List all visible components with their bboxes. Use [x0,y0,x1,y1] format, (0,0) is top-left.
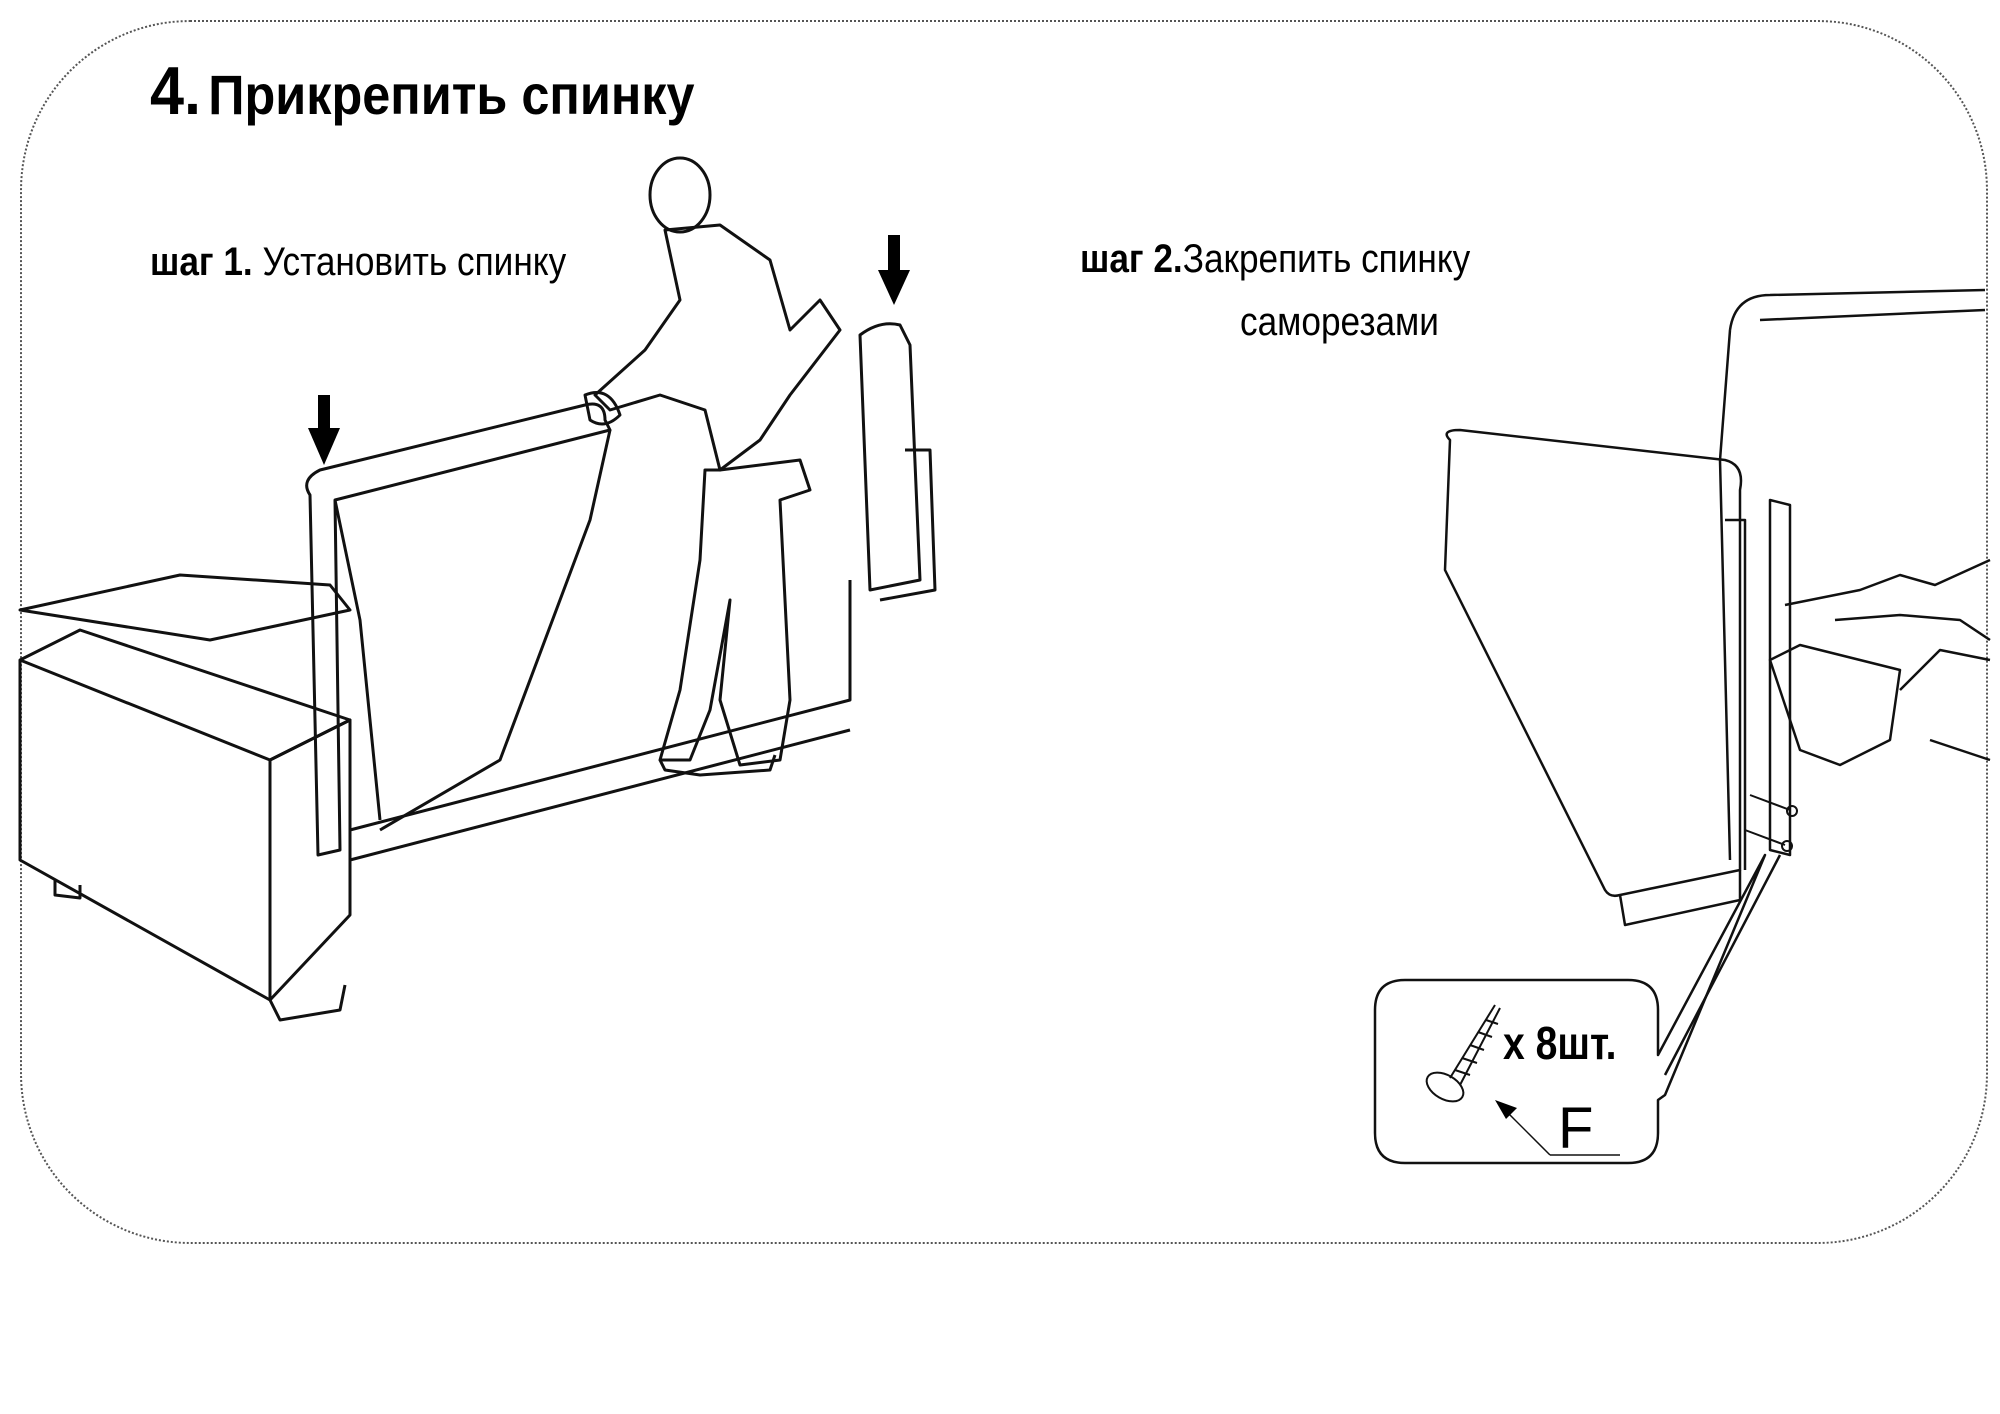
screws-illustration [1744,794,1798,852]
section-title-text: Прикрепить спинку [208,63,695,126]
step-2-text: Закрепить спинку [1182,237,1471,281]
armrest-step2-illustration [1443,288,1986,927]
step-2-caption: шаг 2.Закрепить спинку [1080,237,1470,282]
step-2-text-line2: саморезами [1240,300,1439,344]
page-border [20,20,1988,1244]
step-2-label: шаг 2. [1080,237,1183,281]
screw-quantity: x 8шт. [1503,1017,1617,1069]
step-1-text: Установить спинку [252,240,567,284]
sofa-step1-illustration [18,322,937,1022]
arrow-down-icon [878,235,910,305]
screw-icon [1425,1004,1501,1103]
arrow-down-icon [308,395,340,465]
callout-bubble [1373,853,1767,1165]
section-title: 4.Прикрепить спинку [150,52,695,130]
section-number: 4. [150,53,202,129]
worker-figure [583,156,842,777]
step-1-label: шаг 1. [150,240,253,284]
part-label: F [1558,1096,1594,1161]
pointer-arrow-icon [1495,1100,1620,1156]
hands-with-drill-illustration [1768,558,1991,767]
step-1-caption: шаг 1. Установить спинку [150,240,566,285]
